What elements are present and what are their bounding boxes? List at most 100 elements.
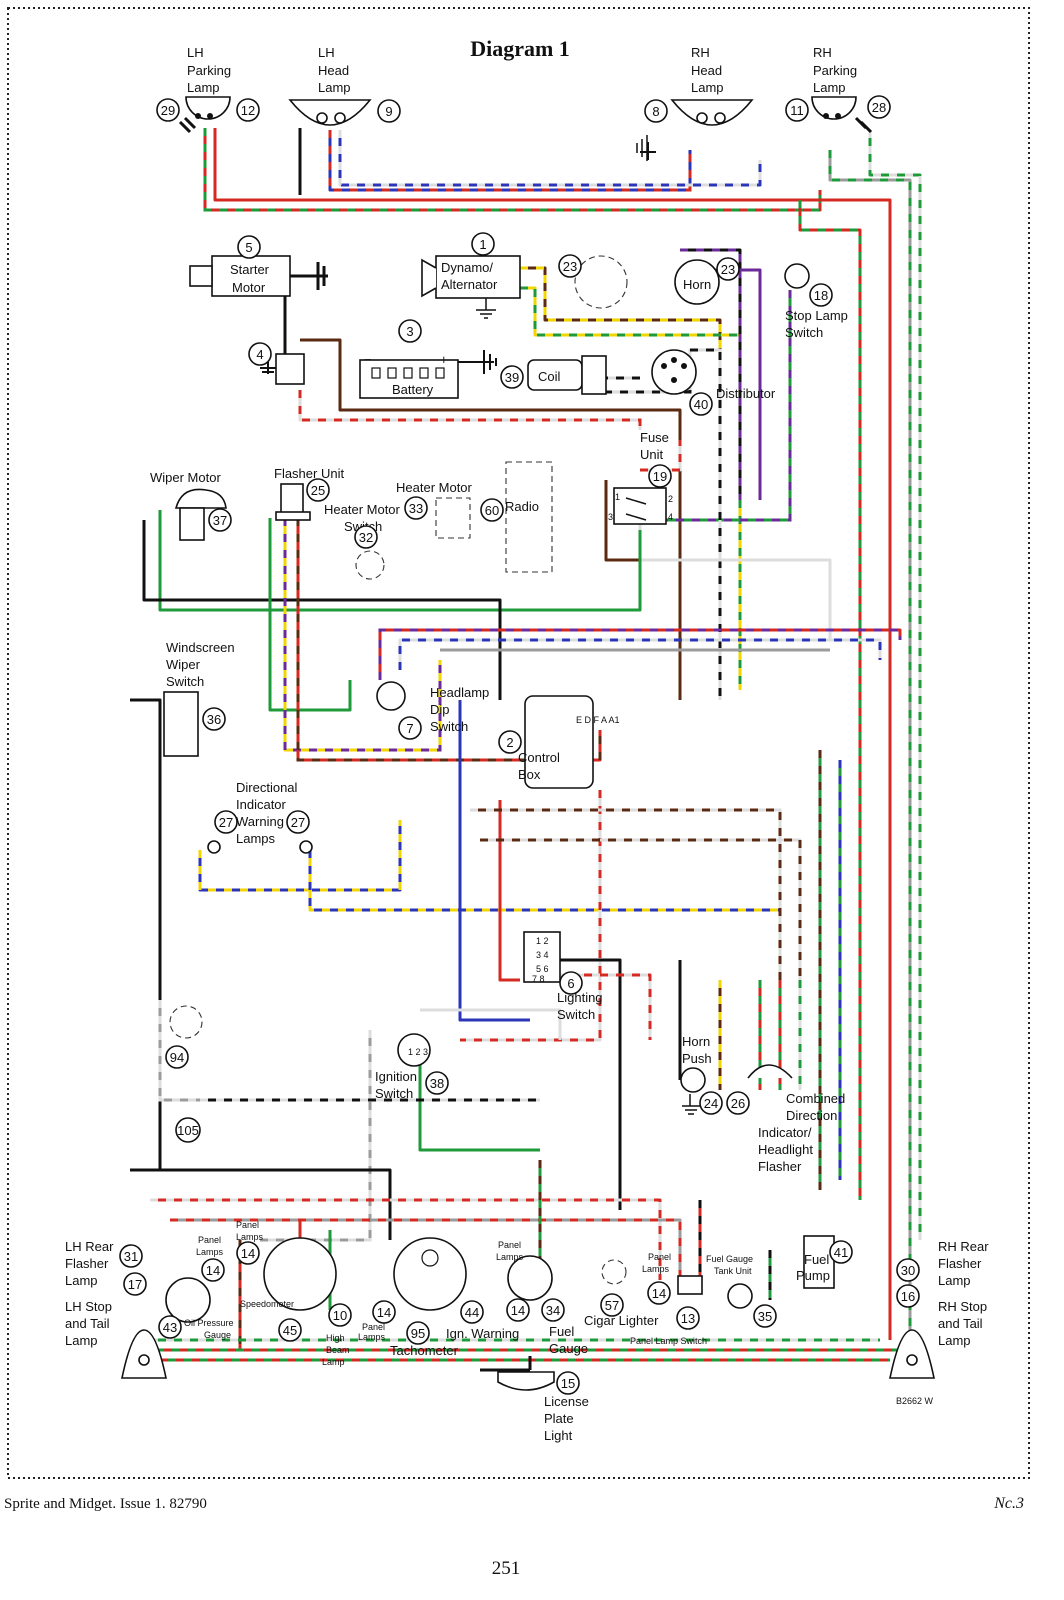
wire-dip-b-tracer	[398, 638, 882, 670]
component-32-marker: 32	[354, 525, 378, 549]
wire-warn-lamp-tracer	[198, 820, 402, 892]
svg-text:1: 1	[615, 492, 620, 502]
wire-headlamp-dip	[328, 130, 692, 192]
wire-rh-flasher	[868, 130, 922, 1240]
wire-control-2	[470, 808, 782, 990]
control-box: E D F A A1	[524, 695, 620, 789]
svg-text:33: 33	[409, 501, 423, 516]
svg-text:2: 2	[668, 494, 673, 504]
svg-text:14: 14	[206, 1263, 220, 1278]
footer-right: Nc.3	[993, 1495, 1024, 1512]
component-31-marker: 31	[119, 1244, 143, 1268]
svg-text:31: 31	[124, 1249, 138, 1264]
svg-text:28: 28	[872, 100, 886, 115]
component-15-marker: 15	[556, 1371, 580, 1395]
svg-text:and Tail: and Tail	[938, 1316, 983, 1331]
component-6-marker: 6	[559, 971, 583, 995]
svg-text:Head: Head	[691, 63, 722, 78]
svg-text:39: 39	[505, 370, 519, 385]
wire-headlamp-main-tracer	[338, 130, 762, 187]
component-41-marker: 41	[829, 1240, 853, 1264]
horn-left	[574, 255, 628, 309]
component-33-marker: 33	[404, 496, 428, 520]
svg-text:7: 7	[406, 721, 413, 736]
svg-text:Tachometer: Tachometer	[390, 1343, 459, 1358]
wiper-motor	[174, 488, 227, 541]
wire-flasher-r	[296, 518, 602, 762]
svg-text:4: 4	[668, 512, 673, 522]
svg-text:5 6: 5 6	[536, 964, 549, 974]
svg-text:Headlamp: Headlamp	[430, 685, 489, 700]
svg-text:Panel: Panel	[648, 1252, 671, 1262]
svg-text:Flasher: Flasher	[938, 1256, 982, 1271]
svg-text:Fuel: Fuel	[804, 1252, 829, 1267]
svg-text:14: 14	[652, 1286, 666, 1301]
page-number: 251	[492, 1558, 521, 1579]
diagram-title: Diagram 1	[470, 36, 570, 61]
fuel-pump	[803, 1235, 835, 1289]
wiring-harness	[130, 128, 922, 1372]
svg-text:27: 27	[219, 815, 233, 830]
svg-text:18: 18	[814, 288, 828, 303]
svg-text:9: 9	[385, 104, 392, 119]
svg-text:1 2 3: 1 2 3	[408, 1047, 428, 1057]
svg-text:Plate: Plate	[544, 1411, 574, 1426]
fuel-tank-unit	[727, 1283, 753, 1309]
svg-text:Dip: Dip	[430, 702, 450, 717]
svg-text:14: 14	[241, 1246, 255, 1261]
svg-text:Control: Control	[518, 750, 560, 765]
svg-text:3: 3	[608, 512, 613, 522]
component-18-marker: 18	[809, 283, 833, 307]
combined-direction-indicator	[747, 1064, 793, 1079]
lighting-switch: 1 23 4 5 67 8	[523, 931, 561, 984]
wire-dip-b	[398, 638, 882, 670]
svg-text:RH: RH	[813, 45, 832, 60]
wire-parking-lh-rh-tracer	[203, 128, 822, 212]
svg-text:30: 30	[901, 1263, 915, 1278]
svg-text:LH: LH	[187, 45, 204, 60]
component-8-marker: 8	[644, 99, 668, 123]
wire-earth-dash	[130, 1168, 392, 1240]
svg-text:Switch: Switch	[375, 1086, 413, 1101]
svg-text:High: High	[326, 1333, 345, 1343]
wire-red-main	[213, 128, 892, 1340]
rh-rear-lamp-cluster	[889, 1329, 935, 1379]
component-25-marker: 25	[306, 478, 330, 502]
svg-text:Panel: Panel	[198, 1235, 221, 1245]
svg-text:Switch: Switch	[166, 674, 204, 689]
svg-text:Direction: Direction	[786, 1108, 837, 1123]
component-14e-marker: 14	[647, 1281, 671, 1305]
svg-text:4: 4	[256, 347, 263, 362]
svg-text:94: 94	[170, 1050, 184, 1065]
svg-text:Speedometer: Speedometer	[240, 1299, 294, 1309]
wire-wiper-green	[158, 510, 642, 612]
wire-control-3-tracer	[480, 838, 802, 990]
svg-text:License: License	[544, 1394, 589, 1409]
svg-text:Flasher Unit: Flasher Unit	[274, 466, 344, 481]
svg-text:14: 14	[377, 1305, 391, 1320]
component-105-marker: 105	[175, 1117, 201, 1143]
fuel-gauge	[507, 1255, 553, 1301]
stop-lamp-switch	[784, 263, 810, 289]
rh-head-lamp	[670, 99, 754, 126]
indicator-warning-lamp-left	[207, 840, 221, 854]
wire-optional-wn	[158, 1000, 540, 1102]
panel-lamp-switch	[677, 1275, 703, 1295]
svg-text:105: 105	[177, 1123, 199, 1138]
svg-text:Fuel: Fuel	[549, 1324, 574, 1339]
wire-headlamp-main	[338, 130, 762, 187]
oil-pressure-gauge	[165, 1277, 211, 1323]
svg-text:Lamps: Lamps	[236, 831, 276, 846]
wire-stop-switch-tracer	[640, 290, 792, 522]
optional-component-94	[169, 1005, 203, 1039]
svg-text:40: 40	[694, 397, 708, 412]
wire-dynamo-d-tracer	[520, 266, 722, 680]
wire-flasher-green	[268, 518, 352, 712]
svg-text:5: 5	[245, 240, 252, 255]
dynamo	[421, 255, 521, 319]
wire-optional-wn-tracer	[158, 1000, 540, 1102]
svg-text:Panel: Panel	[498, 1240, 521, 1250]
component-36-marker: 36	[202, 707, 226, 731]
svg-text:27: 27	[291, 815, 305, 830]
svg-text:25: 25	[311, 483, 325, 498]
